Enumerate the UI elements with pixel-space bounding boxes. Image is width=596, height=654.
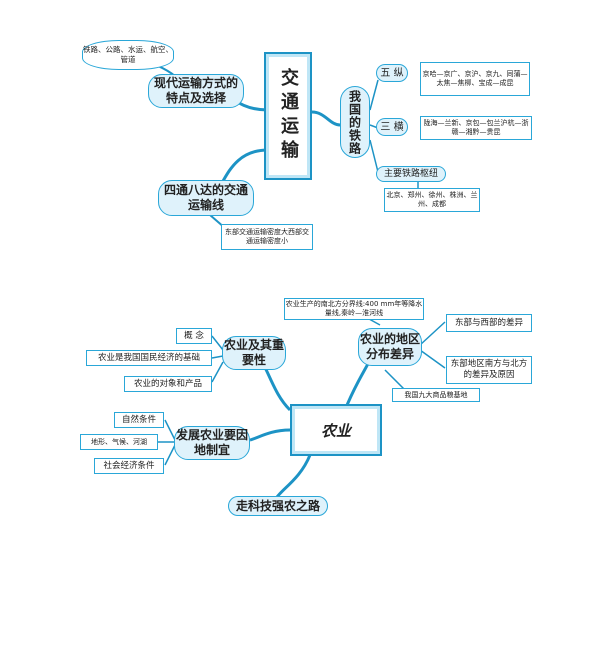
three-horizontal-label: 三 横 — [376, 118, 408, 136]
railway-hubs-text: 北京、郑州、徐州、株洲、兰州、成都 — [384, 188, 480, 212]
north-south-leaf: 东部地区南方与北方的差异及原因 — [446, 356, 532, 384]
transport-modes-cloud: 铁路、公路、水运、航空、管道 — [82, 40, 174, 70]
concept-leaf: 概 念 — [176, 328, 212, 344]
east-west-leaf: 东部与西部的差异 — [446, 314, 532, 332]
transport-title: 交通运输 — [264, 52, 312, 180]
terrain-leaf: 地形、气候、河湖 — [80, 434, 158, 450]
five-vertical-text: 京哈—京广、京沪、京九、同蒲—太焦—焦柳、宝成—成昆 — [420, 62, 530, 96]
network-node: 四通八达的交通运输线 — [158, 180, 254, 216]
natural-conditions-leaf: 自然条件 — [114, 412, 164, 428]
boundary-note: 农业生产的南北方分界线:400 mm年等降水量线,秦岭—淮河线 — [284, 298, 424, 320]
tech-node: 走科技强农之路 — [228, 496, 328, 516]
grain-bases-leaf: 我国九大商品粮基地 — [392, 388, 480, 402]
density-note: 东部交通运输密度大西部交通运输密度小 — [221, 224, 313, 250]
social-conditions-leaf: 社会经济条件 — [94, 458, 164, 474]
railway-node: 我国的铁路 — [340, 86, 370, 158]
importance-node: 农业及其重要性 — [222, 336, 286, 370]
railway-hubs-label: 主要铁路枢纽 — [376, 166, 446, 182]
regional-node: 农业的地区分布差异 — [358, 328, 422, 366]
agriculture-title: 农业 — [290, 404, 382, 456]
basis-leaf: 农业是我国国民经济的基础 — [86, 350, 212, 366]
three-horizontal-text: 陇海—兰新、京包—包兰沪杭—浙赣—湘黔—贵昆 — [420, 116, 532, 140]
objects-leaf: 农业的对象和产品 — [124, 376, 212, 392]
five-vertical-label: 五 纵 — [376, 64, 408, 82]
adapt-node: 发展农业要因地制宜 — [174, 426, 250, 460]
modern-transport-node: 现代运输方式的特点及选择 — [148, 74, 244, 108]
